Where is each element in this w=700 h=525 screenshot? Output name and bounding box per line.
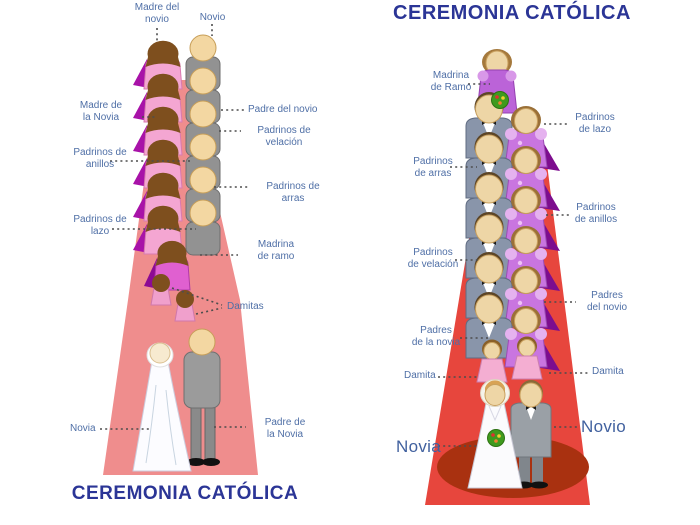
padrino-lazo-figure bbox=[185, 199, 221, 256]
father-of-bride-figure bbox=[183, 328, 221, 466]
label-damitas: Damitas bbox=[227, 301, 264, 312]
left-leader-lines bbox=[100, 24, 250, 430]
label-padrinos-lazo: Padrinos de lazo bbox=[73, 214, 127, 238]
label-padres-de-la-novia: Padres de la novia bbox=[411, 325, 461, 349]
label-padrinos-arras: Padrinos de arras bbox=[266, 181, 320, 205]
label-padre-de-la-novia: Padre de la Novia bbox=[264, 417, 306, 441]
label-padres-del-novio: Padres del novio bbox=[586, 290, 628, 314]
label-madrina-de-ramo: Madrina de Ramo bbox=[430, 70, 472, 94]
right-procession-figures bbox=[465, 49, 561, 489]
label-novio: Novio bbox=[199, 12, 226, 23]
label-padrinos-anillos: Padrinos de anillos bbox=[73, 147, 127, 171]
label-padrinos-de-lazo: Padrinos de lazo bbox=[575, 112, 615, 136]
label-novia: Novia bbox=[396, 437, 441, 456]
damita-figure-1 bbox=[150, 273, 172, 306]
label-novio: Novio bbox=[581, 417, 626, 436]
bouquet-icon bbox=[491, 91, 509, 109]
label-madrina-de-ramo: Madrina de ramo bbox=[257, 239, 295, 263]
label-padrinos-de-velacion: Padrinos de velación bbox=[407, 247, 459, 271]
label-madre-de-la-novia: Madre de la Novia bbox=[79, 100, 123, 124]
label-padre-del-novio: Padre del novio bbox=[248, 104, 318, 115]
right-diagram bbox=[425, 49, 590, 505]
bride-figure bbox=[132, 342, 192, 472]
label-madre-del-novio: Madre del novio bbox=[134, 2, 180, 26]
label-padrinos-velacion: Padrinos de velación bbox=[257, 125, 311, 149]
label-padrinos-de-anillos: Padrinos de anillos bbox=[574, 202, 618, 226]
bride-figure bbox=[467, 379, 523, 489]
label-damita-right: Damita bbox=[592, 366, 624, 377]
left-diagram bbox=[100, 24, 258, 475]
groom-figure bbox=[510, 380, 552, 489]
right-diagram-title: CEREMONIA CATÓLICA bbox=[393, 2, 631, 24]
label-novia: Novia bbox=[70, 423, 96, 434]
label-padrinos-de-arras: Padrinos de arras bbox=[413, 156, 453, 180]
right-leader-lines bbox=[438, 83, 588, 447]
left-procession-figures bbox=[132, 34, 221, 472]
left-diagram-title: CEREMONIA CATÓLICA bbox=[71, 483, 299, 504]
label-damita-left: Damita bbox=[404, 370, 436, 381]
